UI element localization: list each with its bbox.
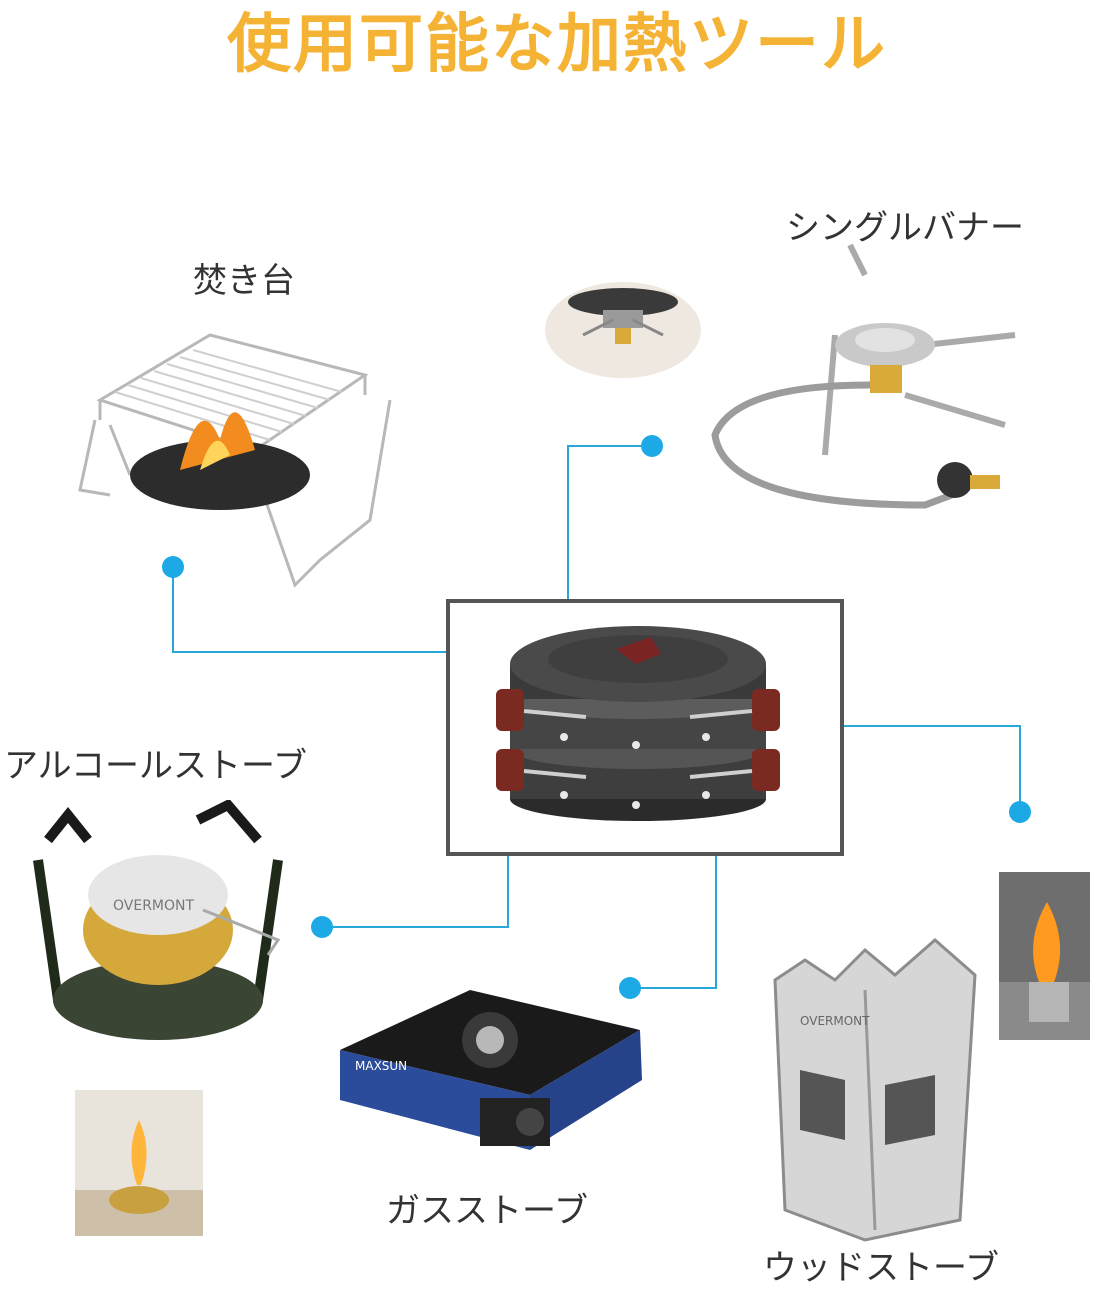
wood-stove-inset-image — [999, 872, 1090, 1040]
connector-grill-stand — [172, 567, 449, 653]
cookware-set-image — [446, 599, 844, 856]
wood-stove-image: OVERMONT — [773, 938, 977, 1242]
connector-dot — [1009, 801, 1031, 823]
connector-wood-stove — [842, 725, 1021, 812]
alcohol-stove-logo: OVERMONT — [113, 898, 194, 914]
grill-stand-image — [78, 333, 392, 588]
label-gas-stove: ガスストーブ — [386, 1191, 588, 1231]
connector-single-burner — [567, 445, 652, 600]
connector-dot — [162, 556, 184, 578]
connector-dot — [641, 435, 663, 457]
label-single-burner: シングルバナー — [786, 208, 1024, 248]
gas-stove-image: MAXSUN — [340, 990, 642, 1150]
wood-stove-logo: OVERMONT — [800, 1014, 870, 1028]
label-alcohol-stove: アルコールストーブ — [4, 746, 307, 786]
connector-alcohol-stove — [322, 854, 509, 928]
connector-dot — [619, 977, 641, 999]
single-burner-inset-image — [545, 282, 701, 378]
connector-gas-stove — [630, 854, 717, 989]
label-wood-stove: ウッドストーブ — [763, 1248, 999, 1288]
single-burner-image — [711, 243, 1016, 509]
connector-dot — [311, 916, 333, 938]
label-grill-stand: 焚き台 — [193, 261, 295, 301]
alcohol-stove-inset-image — [75, 1090, 203, 1236]
page-title: 使用可能な加熱ツール — [227, 8, 887, 82]
alcohol-stove-image: OVERMONT — [33, 800, 283, 1040]
gas-stove-logo: MAXSUN — [355, 1059, 407, 1073]
